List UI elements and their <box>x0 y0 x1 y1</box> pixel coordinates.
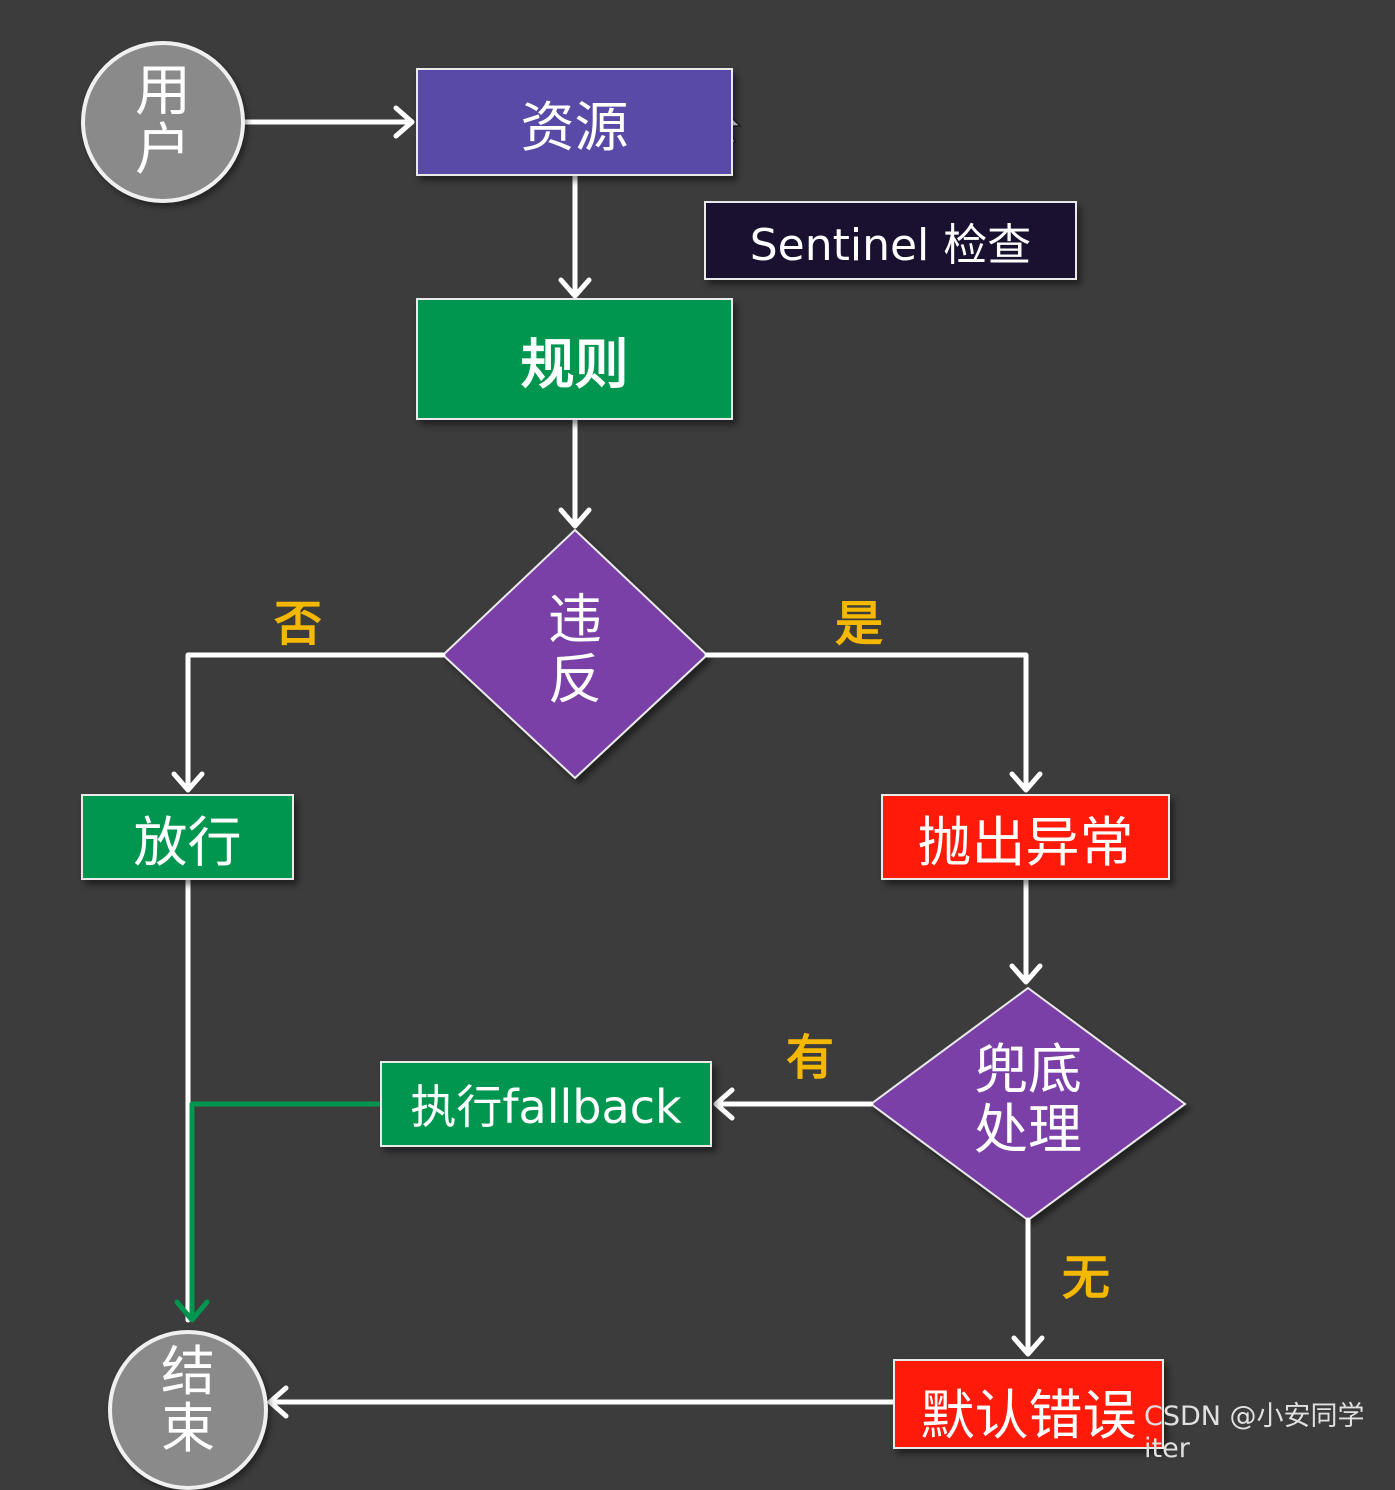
sentinel-check-node: Sentinel 检查 <box>704 201 1077 280</box>
sentinel-check-label: Sentinel 检查 <box>749 219 1032 271</box>
violate-label-line2: 反 <box>548 648 602 712</box>
edge-violate-throw <box>704 652 1029 791</box>
rule-node: 规则 <box>416 298 733 420</box>
resource-node: 资源 <box>416 68 733 176</box>
pass-node: 放行 <box>81 794 294 880</box>
fallback-check-label-line1: 兜底 <box>974 1038 1082 1101</box>
fallback-check-label: 兜底 处理 <box>958 1038 1098 1162</box>
edge-label-no: 否 <box>274 596 323 652</box>
throw-exception-label: 抛出异常 <box>917 810 1134 874</box>
arrowhead-user-resource <box>393 105 415 139</box>
user-node: 用 户 <box>81 41 245 203</box>
rule-label: 规则 <box>520 332 629 396</box>
arrowhead-default-end <box>267 1385 289 1419</box>
default-error-node: 默认错误 <box>893 1359 1164 1449</box>
arrowhead-violate-throw <box>1009 771 1043 793</box>
watermark-text: CSDN @小安同学iter <box>1144 1401 1365 1464</box>
edge-label-has: 有 <box>786 1030 835 1086</box>
end-node: 结 束 <box>108 1330 268 1490</box>
exec-fallback-label: 执行fallback <box>410 1080 682 1134</box>
resource-label: 资源 <box>520 95 629 159</box>
end-label-line2: 束 <box>161 1396 215 1460</box>
exec-fallback-node: 执行fallback <box>380 1061 712 1147</box>
connector-layer <box>171 98 1187 1419</box>
arrowhead-throw-check <box>1009 963 1043 985</box>
arrowhead-rule-violate <box>558 507 592 529</box>
arrowhead-fallback-end <box>174 1299 210 1323</box>
violate-diamond <box>441 528 709 780</box>
violate-label: 违 反 <box>520 588 630 712</box>
user-label-line1: 用 <box>135 59 191 125</box>
throw-exception-node: 抛出异常 <box>881 794 1170 880</box>
arrowhead-resource-rule <box>558 277 592 299</box>
edge-label-yes: 是 <box>835 596 884 652</box>
edge-violate-pass <box>185 652 446 791</box>
edge-label-none: 无 <box>1062 1250 1111 1306</box>
default-error-label: 默认错误 <box>920 1384 1137 1447</box>
violate-label-line1: 违 <box>548 588 602 651</box>
end-label-line1: 结 <box>161 1340 215 1403</box>
arrowhead-check-default <box>1011 1335 1045 1357</box>
arrowhead-violate-pass <box>171 771 205 793</box>
edge-fallback-end <box>189 1101 383 1321</box>
arrowhead-check-fallback <box>713 1087 735 1121</box>
user-label-line2: 户 <box>135 118 191 183</box>
fallback-check-label-line2: 处理 <box>974 1098 1082 1162</box>
pass-label: 放行 <box>133 810 242 874</box>
flowchart-canvas: 用 户 资源 Sentinel 检查 规则 违 反 否 是 有 无 放行 抛出异… <box>81 41 1365 1490</box>
